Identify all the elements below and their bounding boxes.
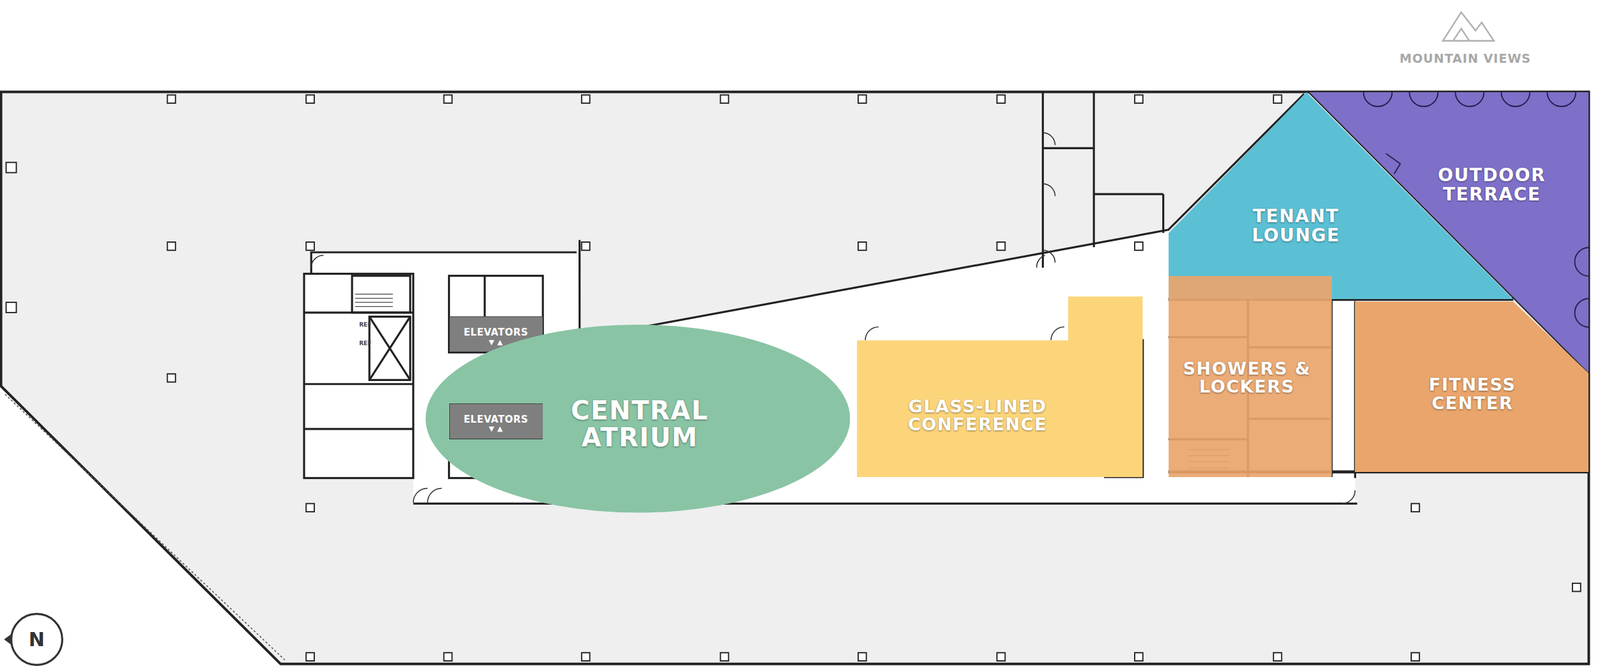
fitness-region: FITNESS CENTER [1354, 301, 1589, 472]
label-group: OUTDOOR TERRACE [1424, 165, 1560, 204]
label-group: GLASS-LINED CONFERENCE [881, 397, 1074, 434]
elevator-label: ELEVATORS [463, 327, 528, 338]
fridge-label: REF [359, 339, 372, 347]
north-arrow [3, 613, 63, 665]
label-group: CENTRAL ATRIUM [560, 396, 720, 451]
elevator-label: ▼ ▲ [488, 424, 504, 434]
fridge-label: REF [359, 321, 372, 328]
brand-watermark: MOUNTAIN VIEWS [1399, 51, 1532, 66]
elevator-label: ▼ ▲ [488, 338, 504, 347]
elevator-box: ELEVATORS▼ ▲ [449, 403, 544, 440]
lockers-region: SHOWERS & LOCKERS [1168, 275, 1332, 477]
elevator-label: ELEVATORS [463, 414, 528, 425]
logo-mountains [1442, 12, 1494, 41]
room-label: CENTRAL ATRIUM [560, 396, 720, 451]
room-label: SHOWERS & LOCKERS [1166, 359, 1327, 397]
room-label: GLASS-LINED CONFERENCE [881, 397, 1074, 434]
room-label: OUTDOOR TERRACE [1424, 165, 1560, 204]
label-group: SHOWERS & LOCKERS [1166, 359, 1327, 397]
label-group: ELEVATORS▼ ▲ [463, 414, 528, 434]
room-label: TENANT LOUNGE [1232, 206, 1360, 245]
north-label: N [28, 627, 45, 651]
room-label: FITNESS CENTER [1408, 375, 1537, 413]
label-group: FITNESS CENTER [1408, 375, 1537, 413]
conference-region: GLASS-LINED CONFERENCE [856, 296, 1143, 477]
region-shape [856, 296, 1143, 477]
label-group: TENANT LOUNGE [1232, 206, 1360, 245]
building-outline [1, 92, 1590, 664]
